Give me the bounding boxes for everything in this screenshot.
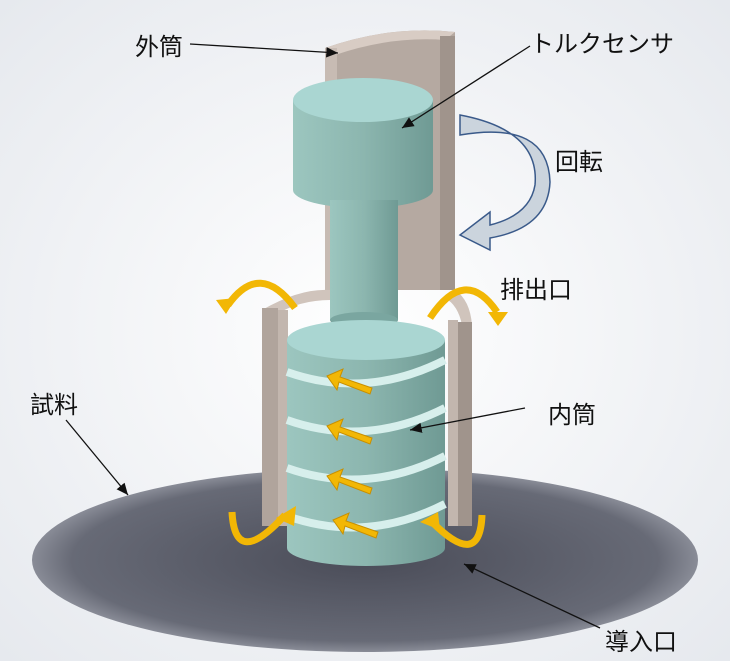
- arrowhead-icon: [216, 298, 236, 314]
- label-inlet: 導入口: [605, 628, 677, 656]
- label-inner-cylinder: 内筒: [548, 401, 596, 429]
- curved-arrow-icon: [429, 514, 486, 548]
- label-outer-cylinder: 外筒: [135, 33, 183, 61]
- flow-arrow-icon: [332, 512, 379, 539]
- label-torque-sensor: トルクセンサ: [530, 30, 674, 58]
- arrowhead-icon: [420, 512, 440, 530]
- label-rotation: 回転: [555, 148, 603, 176]
- circulation-arrows: [225, 279, 500, 548]
- arrowhead-icon: [488, 312, 508, 326]
- label-sample: 試料: [30, 391, 78, 419]
- torque-sensor: [293, 78, 433, 208]
- inner-cylinder: [285, 320, 447, 566]
- flow-arrow-icon: [326, 368, 373, 395]
- curved-arrow-icon: [225, 279, 298, 311]
- flow-arrow-icon: [326, 418, 373, 445]
- shaft: [330, 200, 398, 328]
- arrowhead-icon: [276, 506, 296, 526]
- rotation-arrow-icon: [458, 114, 551, 252]
- label-outlet: 排出口: [500, 276, 572, 304]
- flow-arrows: [326, 368, 379, 539]
- curved-arrow-icon: [228, 511, 288, 546]
- flow-arrow-icon: [326, 468, 373, 495]
- leader-lines: [65, 43, 601, 629]
- curved-arrow-icon: [427, 286, 500, 320]
